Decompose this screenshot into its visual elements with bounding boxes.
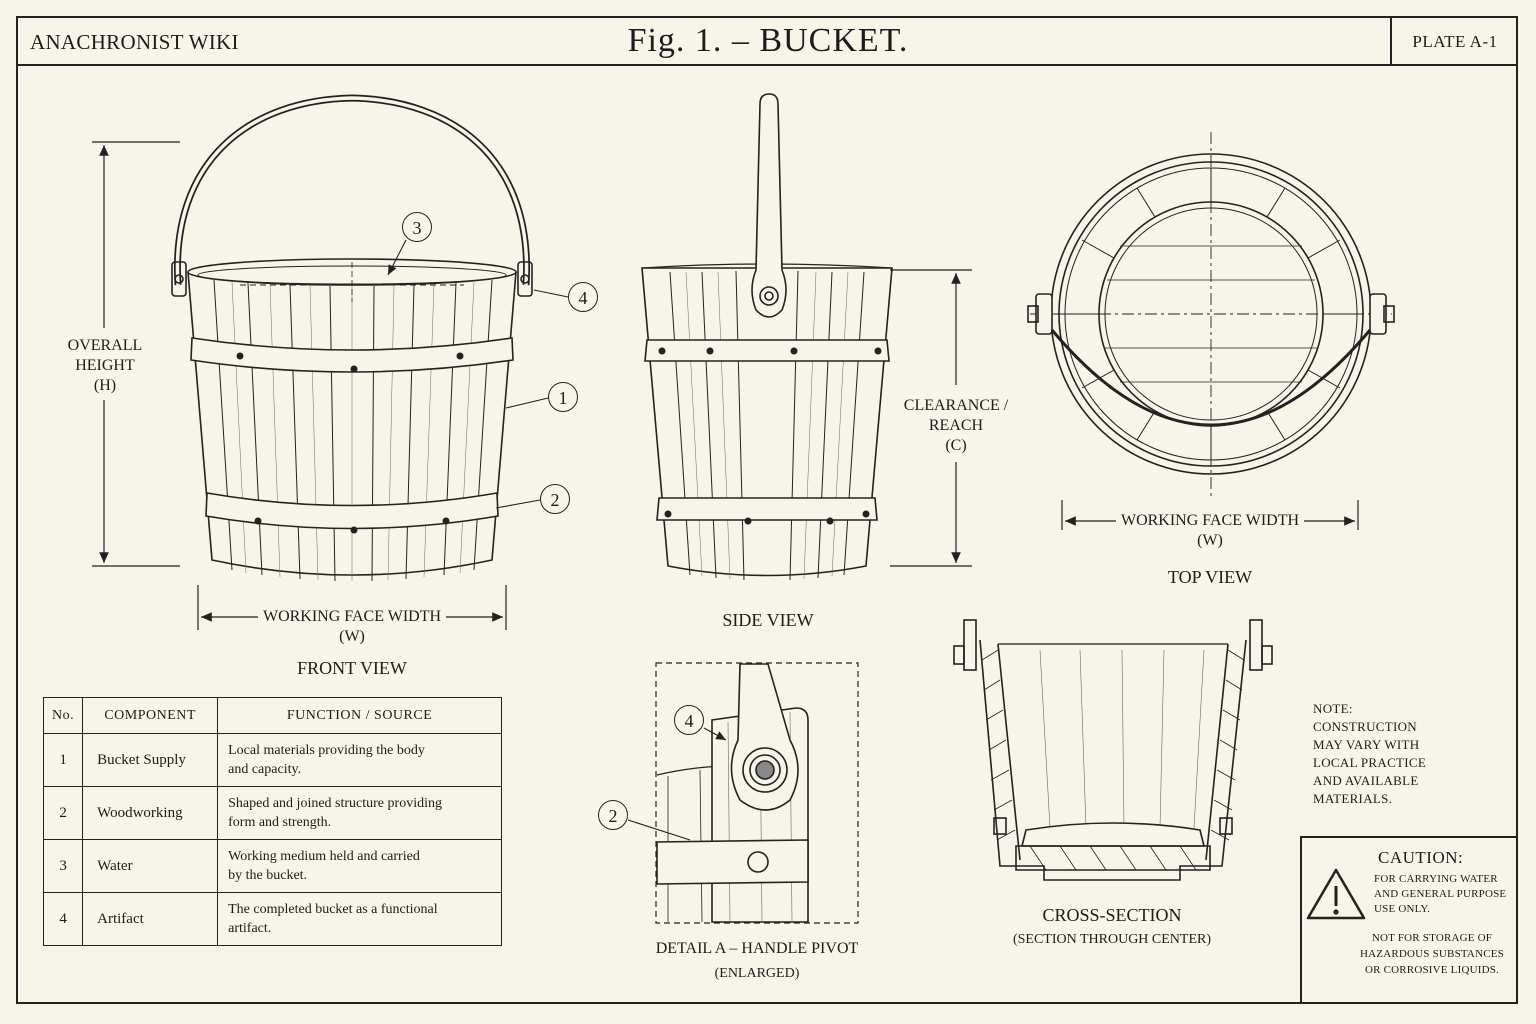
front-view-caption: FRONT VIEW	[297, 658, 407, 678]
callout-3-front[interactable]: 3	[402, 212, 432, 242]
front-view-bucket	[171, 94, 533, 582]
row-component: Water	[82, 839, 219, 893]
row-number: 2	[42, 786, 84, 840]
callout-4-detail[interactable]: 4	[674, 705, 704, 735]
plate-number: PLATE A-1	[1412, 32, 1498, 51]
detail-subcaption: (ENLARGED)	[714, 966, 800, 981]
callout-2-front[interactable]: 2	[540, 484, 570, 514]
side-view-caption: SIDE VIEW	[722, 610, 814, 630]
callout-4-front[interactable]: 4	[568, 282, 598, 312]
table-row: 2 Woodworking Shaped and joined structur…	[42, 786, 502, 840]
detail-handle-pivot	[627, 662, 859, 924]
detail-caption: DETAIL A – HANDLE PIVOT	[655, 940, 859, 957]
header-function: FUNCTION / SOURCE	[217, 697, 502, 734]
row-component: Bucket Supply	[82, 733, 219, 787]
plate-border	[16, 16, 1518, 1004]
side-clearance-dimension	[890, 269, 972, 567]
warning-triangle-icon	[1306, 868, 1366, 920]
top-width-dimension	[1061, 500, 1359, 530]
row-component: Woodworking	[82, 786, 219, 840]
table-row: 4 Artifact The completed bucket as a fun…	[42, 892, 502, 946]
front-height-label: OVERALL HEIGHT (H)	[67, 337, 143, 394]
cross-section-subcaption: (SECTION THROUGH CENTER)	[1012, 932, 1212, 947]
callout-2-detail[interactable]: 2	[598, 800, 628, 830]
caution-box	[1300, 836, 1518, 1004]
row-number: 1	[42, 733, 84, 787]
site-name[interactable]: ANACHRONIST WIKI	[30, 30, 239, 54]
top-width-label: WORKING FACE WIDTH (W)	[1120, 512, 1300, 549]
row-component: Artifact	[82, 892, 219, 946]
row-number: 4	[42, 892, 84, 946]
top-view-caption: TOP VIEW	[1167, 567, 1253, 587]
row-number: 3	[42, 839, 84, 893]
figure-title: Fig. 1. – BUCKET.	[627, 22, 909, 59]
callout-1-front[interactable]: 1	[548, 382, 578, 412]
header-component: COMPONENT	[82, 697, 219, 734]
header-no: No.	[42, 697, 84, 734]
component-table: No. COMPONENT FUNCTION / SOURCE 1 Bucket…	[42, 697, 502, 946]
side-view-bucket	[641, 93, 893, 581]
table-row: 1 Bucket Supply Local materials providin…	[42, 733, 502, 787]
front-height-dimension	[92, 141, 180, 567]
top-view-bucket	[1027, 132, 1395, 498]
cross-section-caption: CROSS-SECTION	[1042, 905, 1182, 925]
header-divider	[16, 64, 1518, 66]
front-width-label: WORKING FACE WIDTH (W)	[262, 608, 442, 645]
side-clearance-label: CLEARANCE / REACH (C)	[903, 397, 1009, 454]
cross-section-bucket	[953, 619, 1273, 881]
table-header-row: No. COMPONENT FUNCTION / SOURCE	[42, 697, 502, 734]
front-width-dimension	[197, 585, 507, 630]
header-plate-separator	[1390, 16, 1392, 65]
caution-title: CAUTION:	[1378, 848, 1464, 867]
